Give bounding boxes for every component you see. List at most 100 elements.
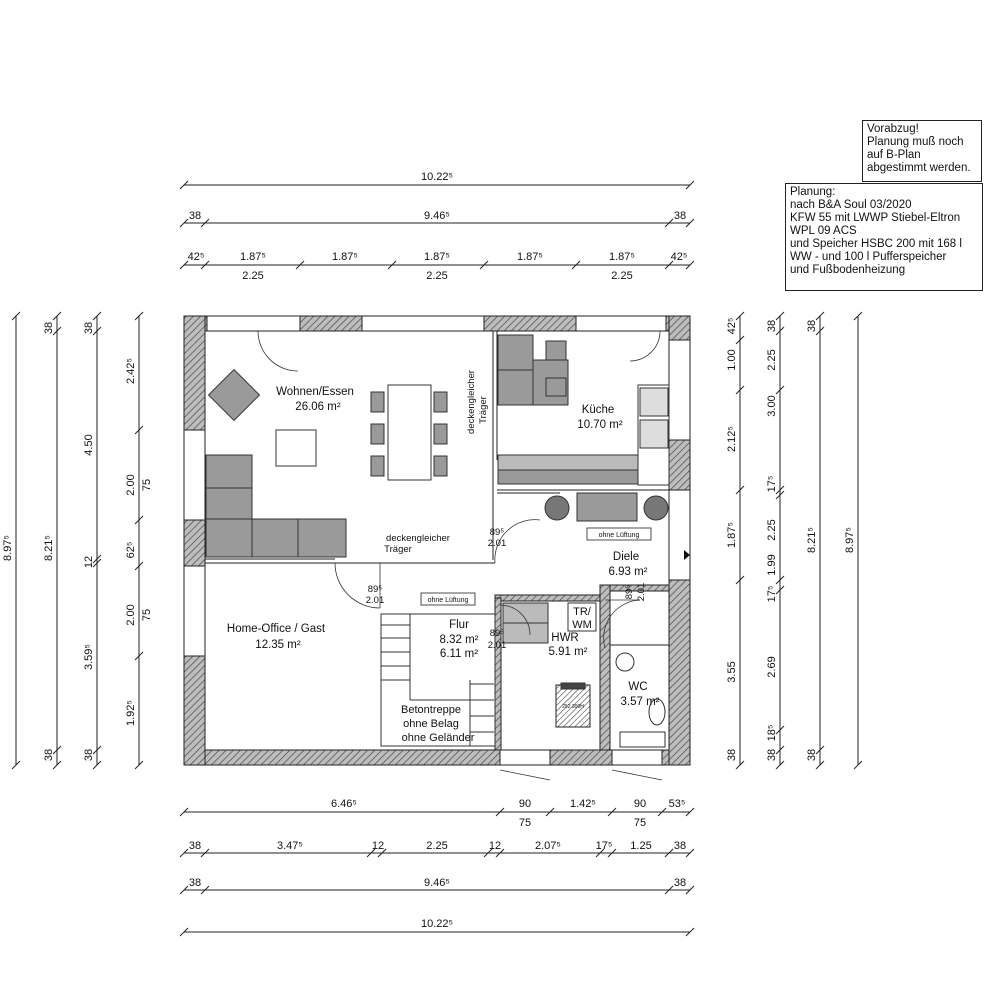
dim-label: 42⁵: [188, 251, 205, 263]
dim-label: 1.92⁵: [125, 700, 137, 726]
dim-label: 75: [634, 817, 646, 829]
dim-tick: [92, 311, 102, 321]
dim-tick: [200, 848, 210, 858]
dim-label: 1.87⁵: [517, 251, 543, 263]
dim-tick: [853, 311, 863, 321]
ohne-lueftung-label: ohne Lüftung: [428, 597, 469, 604]
dim-tick: [92, 554, 102, 564]
dim-label: 42⁵: [671, 251, 688, 263]
dim-tick: [134, 561, 144, 571]
stairs-label: Betontreppe: [401, 704, 461, 716]
tr-wm-label: TR/: [573, 606, 592, 618]
stairs-label: ohne Geländer: [402, 732, 475, 744]
door-label: 2.01: [488, 640, 507, 651]
dim-label: 17⁵: [766, 586, 778, 603]
dim-label: 38: [674, 840, 686, 852]
dim-tick: [200, 218, 210, 228]
room-hwr-area: 5.91 m²: [549, 646, 588, 658]
draft-note-line: auf B-Plan: [867, 149, 921, 161]
traeger-label: Träger: [384, 544, 412, 555]
dim-label: 1.00: [726, 349, 738, 370]
dim-label: 2.25: [766, 519, 778, 540]
dim-label: 8.21⁵: [43, 535, 55, 561]
draft-note-line: Vorabzug!: [867, 123, 919, 135]
dim-label: 1.87⁵: [240, 251, 266, 263]
traeger-vertical-label: Träger: [478, 396, 489, 424]
room-flur-area2: 6.11 m²: [440, 648, 478, 660]
dim-label: 3.00: [766, 395, 778, 416]
dim-label: 75: [141, 609, 153, 621]
dim-label: 1.87⁵: [726, 522, 738, 548]
dim-label: 38: [806, 320, 818, 332]
room-flur-area1: 8.32 m²: [440, 634, 479, 646]
dim-tick: [685, 218, 695, 228]
dim-tick: [775, 745, 785, 755]
tank-label: 252 300H: [562, 704, 584, 710]
dim-label: 38: [43, 322, 55, 334]
dim-tick: [775, 385, 785, 395]
dim-label: 9.46⁵: [424, 210, 450, 222]
dim-label: 42⁵: [726, 318, 738, 335]
dim-label: 38: [674, 210, 686, 222]
dim-label: 1.42⁵: [570, 798, 596, 810]
dim-tick: [685, 260, 695, 270]
dim-tick: [685, 885, 695, 895]
dim-tick: [483, 848, 493, 858]
dim-tick: [92, 326, 102, 336]
dim-tick: [179, 180, 189, 190]
dim-tick: [815, 311, 825, 321]
draft-note: Vorabzug! Planung muß noch auf B-Plan ab…: [862, 120, 982, 182]
dim-tick: [571, 260, 581, 270]
dim-label: 2.25: [611, 270, 632, 282]
dim-label: 38: [806, 749, 818, 761]
dim-tick: [685, 180, 695, 190]
planning-note-line: WW - und 100 l Pufferspeicher: [790, 251, 947, 263]
door-label: 2.01: [636, 583, 647, 602]
dim-tick: [134, 651, 144, 661]
dim-tick: [815, 326, 825, 336]
dim-label: 18⁵: [766, 725, 778, 742]
room-wc-area: 3.57 m²: [621, 696, 660, 708]
dim-tick: [657, 807, 667, 817]
dim-label: 8.21⁵: [806, 527, 818, 553]
room-office-name: Home-Office / Gast: [227, 623, 326, 635]
door-label: 89⁵: [490, 628, 505, 639]
dim-tick: [735, 760, 745, 770]
dim-tick: [775, 760, 785, 770]
dim-label: 2.42⁵: [125, 358, 137, 384]
dim-tick: [815, 745, 825, 755]
draft-note-line: Planung muß noch: [867, 136, 964, 148]
ohne-lueftung-label: ohne Lüftung: [599, 532, 640, 539]
dim-tick: [735, 311, 745, 321]
traeger-vertical-label: deckengleicher: [466, 370, 477, 434]
dim-tick: [179, 848, 189, 858]
dim-tick: [685, 927, 695, 937]
dim-tick: [735, 575, 745, 585]
dim-tick: [134, 311, 144, 321]
room-office-area: 12.35 m²: [255, 639, 301, 651]
dim-tick: [775, 326, 785, 336]
room-diele-name: Diele: [613, 551, 639, 563]
dim-tick: [134, 515, 144, 525]
room-kueche-area: 10.70 m²: [577, 419, 623, 431]
dim-tick: [134, 425, 144, 435]
dim-label: 10.22⁵: [421, 918, 453, 930]
dim-tick: [664, 260, 674, 270]
dim-tick: [377, 848, 387, 858]
dim-tick: [595, 848, 605, 858]
dim-tick: [775, 485, 785, 495]
dim-tick: [92, 558, 102, 568]
dim-label: 6.46⁵: [331, 798, 357, 810]
stairs-label: ohne Belag: [403, 718, 459, 730]
dim-tick: [775, 585, 785, 595]
dim-tick: [179, 260, 189, 270]
dim-label: 12: [489, 840, 501, 852]
dim-label: 12: [372, 840, 384, 852]
dim-tick: [200, 885, 210, 895]
dim-label: 38: [83, 749, 95, 761]
dim-label: 2.07⁵: [535, 840, 561, 852]
dim-label: 10.22⁵: [421, 171, 453, 183]
dim-tick: [495, 848, 505, 858]
dim-tick: [200, 260, 210, 270]
room-kueche-name: Küche: [582, 404, 615, 416]
